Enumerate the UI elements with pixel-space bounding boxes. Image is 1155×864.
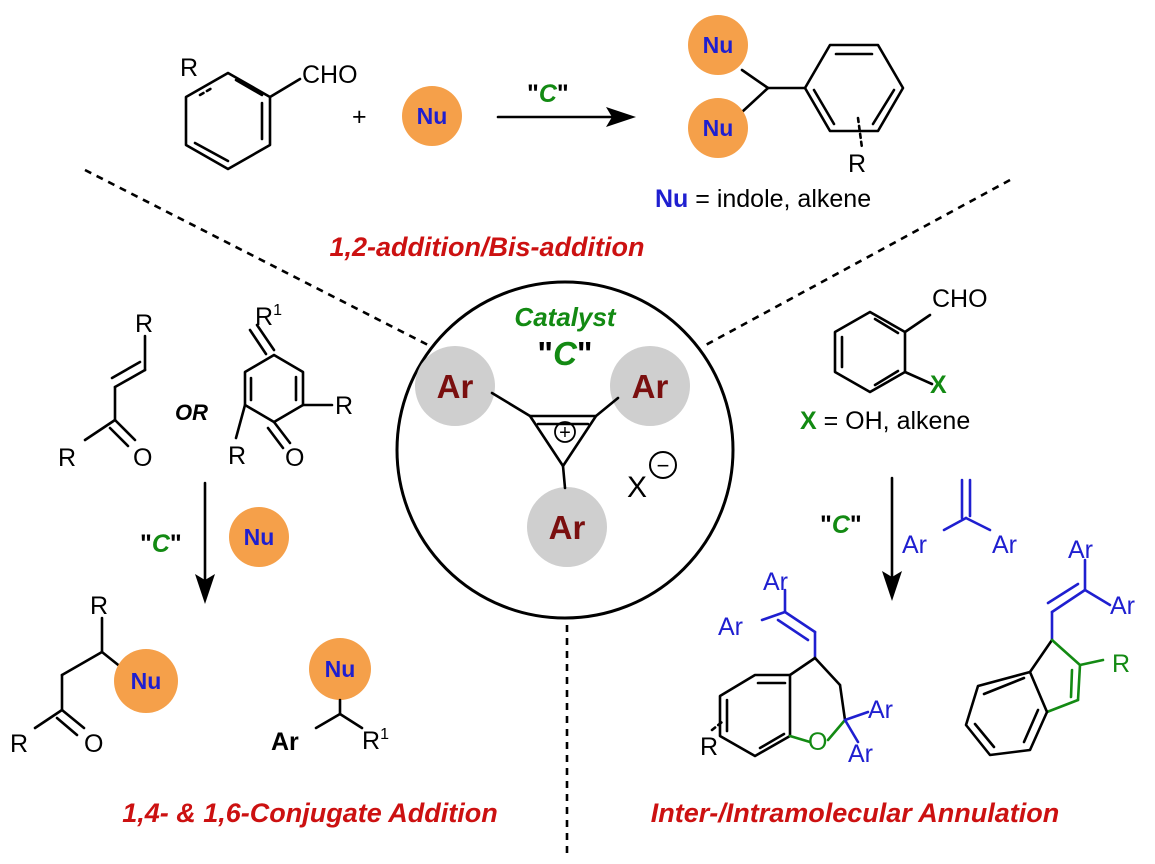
- adduct-nucleophile-circle: [114, 649, 178, 713]
- indene-R-label: R: [1112, 650, 1130, 678]
- chroman-Ar-right1-label: Ar: [868, 696, 893, 724]
- quinone-methide-structure: [234, 323, 334, 450]
- adduct-nucleophile-label: Nu: [131, 668, 162, 694]
- indene-Ar-right-label: Ar: [1110, 592, 1135, 620]
- product-nucleophile-label-1: Nu: [703, 32, 734, 58]
- product-nucleophile-label-2: Nu: [703, 115, 734, 141]
- top-arrow-label: "C": [527, 80, 569, 108]
- enone-R-top-label: R: [135, 310, 153, 338]
- enone-R-left-label: R: [58, 444, 76, 472]
- chroman-structure: [710, 588, 870, 758]
- cation-plus-sign: +: [559, 422, 571, 444]
- aryl-label-bottom: Ar: [549, 509, 586, 546]
- left-reaction: R R O OR R1 R R O "C" Nu: [10, 302, 498, 828]
- right-section-title: Inter-/Intramolecular Annulation: [651, 798, 1060, 828]
- chroman-Ar-top-label: Ar: [763, 568, 788, 596]
- top-section-title: 1,2-addition/Bis-addition: [330, 232, 645, 262]
- counterion-minus-sign: −: [657, 453, 670, 478]
- ortho-benzaldehyde-CHO-label: CHO: [932, 285, 988, 313]
- quinone-methide-O-label: O: [285, 444, 304, 472]
- chroman-Ar-right2-label: Ar: [848, 740, 873, 768]
- benzaldehyde-R-label: R: [180, 54, 198, 82]
- diarylmethane-R1-label: R1: [362, 726, 389, 755]
- aryl-label-left: Ar: [437, 368, 474, 405]
- x-definition: X = OH, alkene: [800, 407, 970, 435]
- left-arrow-label: "C": [140, 530, 182, 558]
- divider-upper-right: [701, 178, 1011, 349]
- enone-structure: [83, 334, 147, 448]
- benzaldehyde-structure: [184, 71, 302, 171]
- nucleophile-label: Nu: [417, 103, 448, 129]
- benzaldehyde-CHO-label: CHO: [302, 61, 358, 89]
- ortho-substituted-benzaldehyde-structure: [833, 310, 934, 394]
- chroman-Ar-left-label: Ar: [718, 613, 743, 641]
- plus-sign: +: [352, 103, 367, 131]
- catalyst-label: Catalyst: [514, 302, 616, 332]
- ortho-benzaldehyde-X-label: X: [930, 371, 947, 399]
- left-arrowhead: [195, 574, 215, 604]
- aryl-circle-right: [610, 346, 690, 426]
- right-arrowhead: [882, 571, 902, 601]
- catalyst-panel: Catalyst "C" Ar Ar Ar + X −: [395, 280, 735, 620]
- conjugate-adduct-structure: [33, 616, 124, 737]
- nucleophile-circle: [402, 86, 462, 146]
- quinone-methide-R-left-label: R: [228, 442, 246, 470]
- product-R-label: R: [848, 150, 866, 178]
- diarylethylene-structure: [942, 478, 992, 532]
- chroman-R-label: R: [700, 733, 718, 761]
- aryl-label-right: Ar: [632, 368, 669, 405]
- chroman-O-label: O: [808, 728, 827, 756]
- divider-lines: [84, 168, 1011, 855]
- quinone-methide-R1-label: R1: [255, 302, 282, 331]
- reagent-Ar-right-label: Ar: [992, 531, 1017, 559]
- diarylmethane-Ar-label: Ar: [271, 728, 299, 756]
- adduct-O-label: O: [84, 730, 103, 758]
- counterion-label: X: [627, 471, 647, 504]
- reagent-Ar-left-label: Ar: [902, 531, 927, 559]
- bis-adduct-structure: [740, 43, 905, 150]
- catalyst-c-label: "C": [537, 335, 592, 372]
- cyclopropenium-structure: [490, 391, 620, 490]
- product-nucleophile-circle-2: [688, 98, 748, 158]
- nucleophile-definition: Nu = indole, alkene: [655, 185, 871, 213]
- quinone-methide-R-right-label: R: [335, 392, 353, 420]
- left-arrow-nucleophile-label: Nu: [244, 524, 275, 550]
- counterion-charge-circle: [649, 451, 677, 479]
- aryl-circle-bottom: [527, 487, 607, 567]
- top-reaction: R CHO + Nu "C" Nu Nu R Nu = indole, alke…: [180, 15, 905, 262]
- product-nucleophile-circle-1: [688, 15, 748, 75]
- enone-O-label: O: [133, 444, 152, 472]
- catalyst-circle: [395, 280, 735, 620]
- left-arrow-nucleophile-circle: [229, 507, 289, 567]
- right-arrow-label: "C": [820, 511, 862, 539]
- diarylmethane-nucleophile-label: Nu: [325, 656, 356, 682]
- diarylmethane-structure: [314, 698, 364, 730]
- or-label: OR: [175, 400, 208, 425]
- adduct-R-left-label: R: [10, 730, 28, 758]
- aryl-circle-left: [415, 346, 495, 426]
- left-section-title: 1,4- & 1,6-Conjugate Addition: [122, 798, 498, 828]
- diarylmethane-nucleophile-circle: [309, 638, 371, 700]
- adduct-R-top-label: R: [90, 592, 108, 620]
- indene-Ar-top-label: Ar: [1068, 536, 1093, 564]
- indene-structure: [964, 558, 1112, 757]
- right-reaction: CHO X X = OH, alkene "C" Ar Ar: [651, 285, 1135, 828]
- top-arrowhead: [606, 107, 636, 127]
